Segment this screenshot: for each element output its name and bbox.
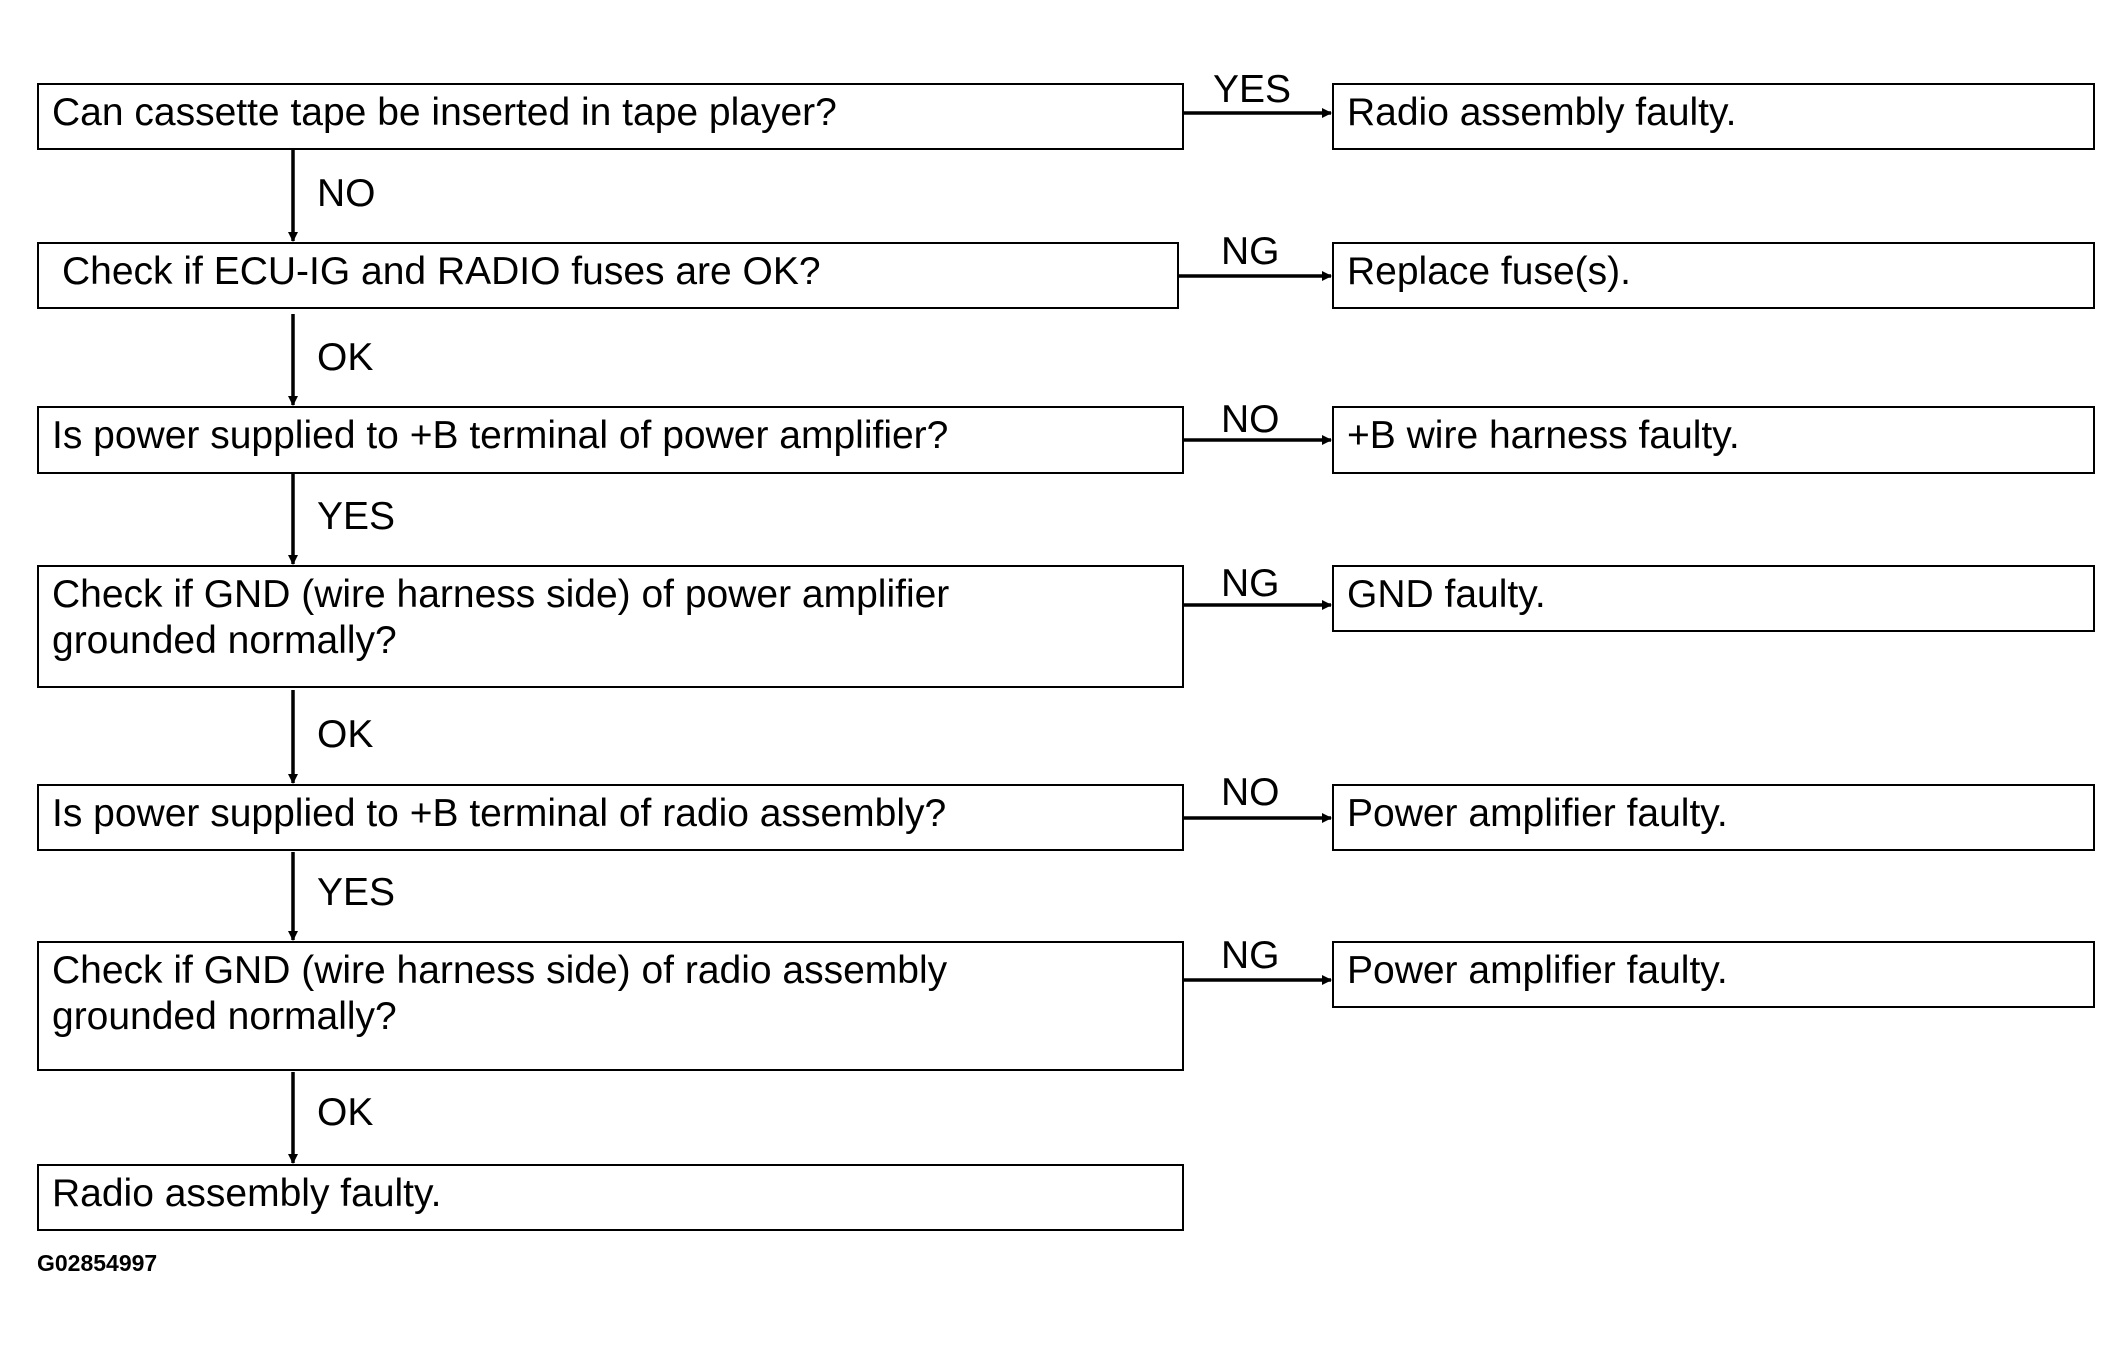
down-label-6: OK [317, 1091, 374, 1134]
result-box-5: Power amplifier faulty. [1332, 784, 2095, 851]
question-text: Is power supplied to +B terminal of radi… [52, 792, 947, 835]
branch-label-2: NG [1221, 230, 1280, 273]
question-box-3: Is power supplied to +B terminal of powe… [37, 406, 1184, 474]
figure-code: G02854997 [37, 1250, 158, 1276]
result-box-3: +B wire harness faulty. [1332, 406, 2095, 474]
branch-label-3: NO [1221, 398, 1280, 441]
branch-label-1: YES [1213, 68, 1292, 111]
question-box-5: Is power supplied to +B terminal of radi… [37, 784, 1184, 851]
result-text: +B wire harness faulty. [1347, 414, 1740, 457]
branch-label-4: NG [1221, 562, 1280, 605]
question-text-line-1: Check if GND (wire harness side) of radi… [52, 949, 948, 992]
question-box-2: Check if ECU-IG and RADIO fuses are OK? [37, 242, 1179, 309]
result-text: Radio assembly faulty. [1347, 91, 1737, 134]
result-box-1: Radio assembly faulty. [1332, 83, 2095, 150]
question-text-line-2: grounded normally? [52, 619, 397, 662]
result-text: Replace fuse(s). [1347, 250, 1631, 293]
result-text: Power amplifier faulty. [1347, 949, 1728, 992]
result-text: GND faulty. [1347, 573, 1546, 616]
final-result-box: Radio assembly faulty. [37, 1164, 1184, 1231]
result-box-2: Replace fuse(s). [1332, 242, 2095, 309]
question-box-1: Can cassette tape be inserted in tape pl… [37, 83, 1184, 150]
question-text: Check if ECU-IG and RADIO fuses are OK? [62, 250, 821, 293]
question-text: Can cassette tape be inserted in tape pl… [52, 91, 837, 134]
question-text-line-1: Check if GND (wire harness side) of powe… [52, 573, 950, 616]
down-label-4: OK [317, 713, 374, 756]
down-label-1: NO [317, 172, 376, 215]
question-box-4: Check if GND (wire harness side) of powe… [37, 565, 1184, 688]
down-label-2: OK [317, 336, 374, 379]
question-box-6: Check if GND (wire harness side) of radi… [37, 941, 1184, 1071]
result-box-6: Power amplifier faulty. [1332, 941, 2095, 1008]
down-label-5: YES [317, 871, 396, 914]
final-result-text: Radio assembly faulty. [52, 1172, 442, 1215]
result-text: Power amplifier faulty. [1347, 792, 1728, 835]
branch-label-5: NO [1221, 771, 1280, 814]
down-label-3: YES [317, 495, 396, 538]
question-text-line-2: grounded normally? [52, 995, 397, 1038]
result-box-4: GND faulty. [1332, 565, 2095, 632]
question-text: Is power supplied to +B terminal of powe… [52, 414, 949, 457]
branch-label-6: NG [1221, 934, 1280, 977]
